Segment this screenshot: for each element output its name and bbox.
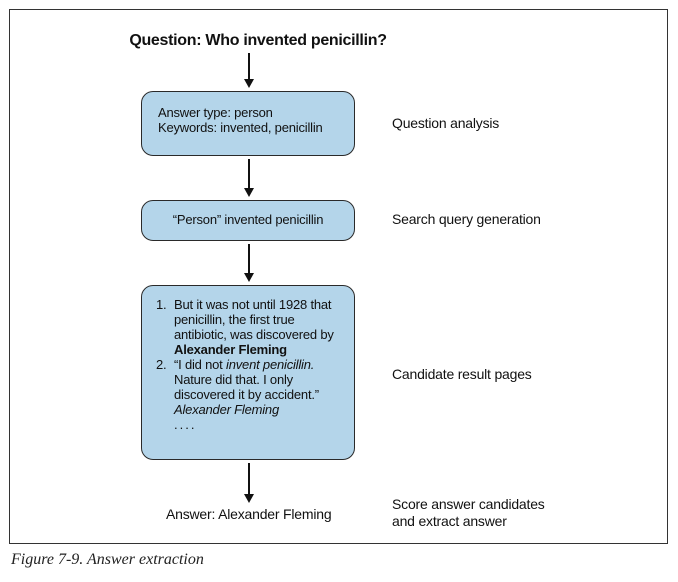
label-score-and-extract: Score answer candidates and extract answ… [392,496,545,529]
arrow-results-to-answer [244,463,254,503]
keywords-line: Keywords: invented, penicillin [158,120,323,135]
label-question-analysis: Question analysis [392,115,500,131]
figure-caption: Figure 7-9. Answer extraction [11,551,204,568]
search-query-text: “Person” invented penicillin [172,212,324,227]
ellipsis: .... [174,417,197,432]
list-item: 1. But it was not until 1928 that penici… [156,297,334,357]
candidate-results-list: 1. But it was not until 1928 that penici… [156,297,346,417]
question-analysis-box: Answer type: person Keywords: invented, … [141,91,355,156]
label-search-query-generation: Search query generation [392,211,541,227]
arrow-query-to-results [244,244,254,282]
list-item: 2. “I did not invent penicillin. Nature … [156,357,346,417]
candidate-results-box: 1. But it was not until 1928 that penici… [141,285,355,460]
result-2-text-start: “I did not [174,357,223,372]
result-2-attribution: Alexander Fleming [174,402,279,417]
answer-type-line: Answer type: person [158,105,273,120]
arrow-question-to-analysis [244,53,254,88]
result-1-text: But it was not until 1928 that penicilli… [174,297,334,342]
search-query-box: “Person” invented penicillin [141,200,355,241]
question-title: Question: Who invented penicillin? [129,32,387,49]
result-2-text-end: Nature did that. I only discovered it by… [174,372,319,402]
result-1-emphasis: Alexander Fleming [174,342,287,357]
result-2-italic: invent penicillin. [226,357,315,372]
answer-text: Answer: Alexander Fleming [166,506,332,522]
label-candidate-result-pages: Candidate result pages [392,366,532,382]
arrow-analysis-to-query [244,159,254,197]
diagram-frame: Question: Who invented penicillin? Answe… [9,9,668,544]
